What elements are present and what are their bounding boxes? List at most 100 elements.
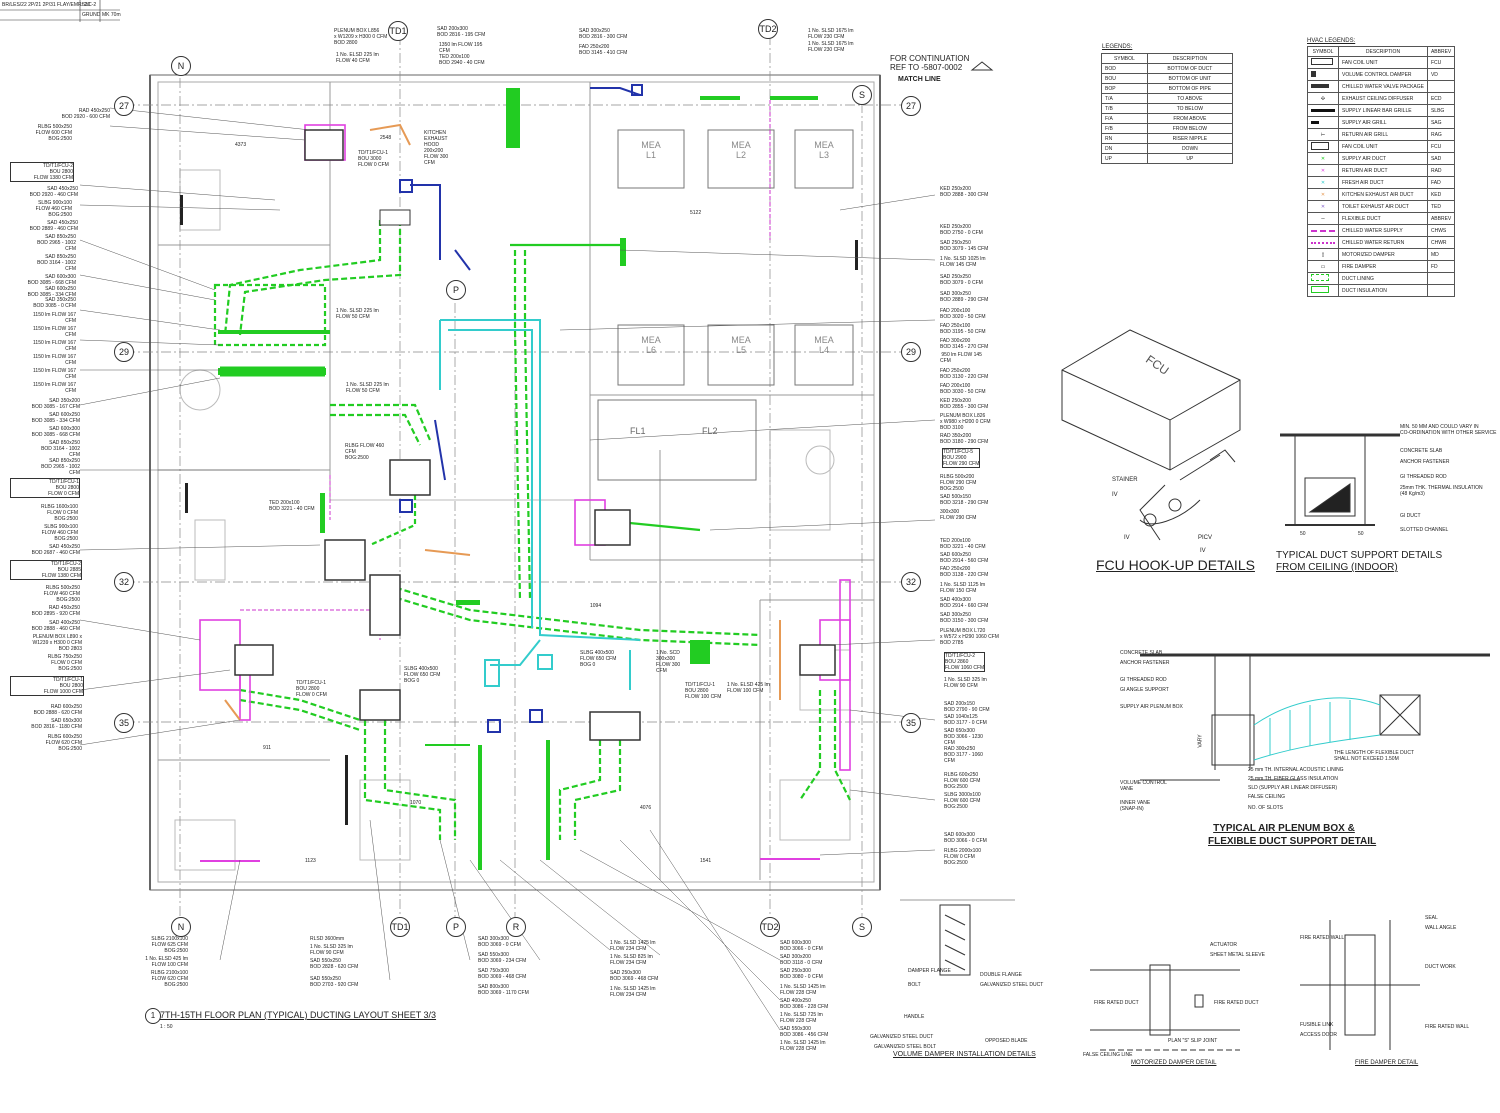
annotation: FAD 250x100 BOD 3195 - 50 CFM (940, 323, 986, 335)
hvac-abbrev: RAG (1426, 128, 1456, 141)
motorized-damper (1090, 964, 1240, 1051)
duct-support-label: ANCHOR FASTENER (1400, 459, 1450, 465)
room-mea-l4: MEA L4 (814, 335, 834, 355)
annotation: SAD 450x250 BOD 2687 - 460 CFM (31, 544, 80, 556)
plenum-detail (1140, 653, 1490, 781)
annotation: 1350 lm FLOW 195 CFM (439, 42, 483, 54)
room-fl1: FL1 (630, 426, 646, 436)
hvac-abbrev (1426, 272, 1456, 285)
fcu-symbol-icon (1307, 56, 1339, 69)
hvac-desc: CHILLED WATER SUPPLY (1338, 224, 1428, 237)
plenum-label: NO. OF SLOTS (1248, 805, 1284, 811)
annotation: SAD 450x250 BOD 2920 - 460 CFM (29, 186, 78, 198)
legend-desc: BOTTOM OF UNIT (1146, 73, 1234, 84)
annotation: SAD 850x250 BOD 2965 - 1002 CFM (41, 458, 80, 476)
grid-bubble-left-35: 35 (114, 713, 134, 733)
hvac-desc: FIRE DAMPER (1338, 260, 1428, 273)
dim-911: 911 (263, 745, 271, 751)
fire-damper-icon: ▭ (1307, 260, 1339, 273)
grid-bubble-top-td1: TD1 (388, 21, 408, 41)
annotation: FAD 200x100 BOD 3030 - 50 CFM (940, 383, 986, 395)
annotation: SAD 450x250 BOD 2889 - 460 CFM (29, 220, 78, 232)
header-rev-b: GRUND (82, 12, 101, 18)
annotation: SAD 500x150 BOD 3218 - 290 CFM (940, 494, 989, 506)
annotation: SAD 550x300 BOD 3086 - 456 CFM (780, 1026, 829, 1038)
annotation: SLBG 400x500 FLOW 650 CFM BOG 0 (580, 650, 617, 668)
duct-support-dim: 50 (1300, 531, 1306, 537)
annotation: RAD 600x250 BOD 2888 - 620 CFM (33, 704, 82, 716)
header-rev-c: MK 70m (102, 12, 121, 18)
plan-number-bubble: 1 (145, 1008, 161, 1024)
grid-bubble-top-s: S (852, 85, 872, 105)
hvac-desc: FAN COIL UNIT (1338, 140, 1428, 153)
grid-bubble-bottom-td1: TD1 (390, 917, 410, 937)
legend-desc: TO ABOVE (1146, 93, 1234, 104)
annotation: SAD 550x300 BOD 3069 - 234 CFM (478, 952, 527, 964)
plenum-label: SLD (SUPPLY AIR LINEAR DIFFUSER) (1248, 785, 1338, 791)
motorized-damper-label: ACTUATOR (1210, 942, 1238, 948)
annotation: 1 No. ELSD 425 lm FLOW 100 CFM (727, 682, 770, 694)
fire-damper-label: FIRE RATED WALL (1425, 1024, 1470, 1030)
annotation: SAD 350x200 BOD 3085 - 167 CFM (31, 398, 80, 410)
exhaust-ducts (224, 123, 781, 721)
grid-bubble-bottom-p: P (446, 917, 466, 937)
hvac-desc: CHILLED WATER VALVE PACKAGE (1338, 80, 1428, 93)
annotation: RLBG 500x250 FLOW 600 CFM BOG:2500 (35, 124, 72, 142)
hvac-desc: RETURN AIR DUCT (1338, 164, 1428, 177)
legend-symbol: T/A (1101, 93, 1148, 104)
dim-4373: 4373 (235, 142, 247, 148)
match-line-label: MATCH LINE (898, 76, 941, 83)
annotation: RAD 450x250 BOD 2920 - 600 CFM (61, 108, 110, 120)
annotation: 1 No. SLSD 1675 lm FLOW 230 CFM (808, 41, 854, 53)
volume-damper-icon (1307, 68, 1339, 81)
hvac-abbrev: CHWS (1426, 224, 1456, 237)
legend-symbol: F/A (1101, 113, 1148, 124)
hvac-abbrev: RAD (1426, 164, 1456, 177)
annotation: SAD 400x250 BOD 3086 - 228 CFM (780, 998, 829, 1010)
annotation: 1150 lm FLOW 167 CFM (33, 312, 76, 324)
linear-grilles (180, 195, 858, 825)
annotation: TD/T1/FCU-2 BOU 2800 FLOW 1380 CFM (10, 162, 74, 182)
pink-bars (200, 858, 820, 862)
hvac-desc: RETURN AIR GRILL (1338, 128, 1428, 141)
fcu-unit-icon (1307, 140, 1339, 153)
return-duct-icon: ✕ (1307, 164, 1339, 177)
legend-symbol: F/B (1101, 123, 1148, 134)
fcu-label-iv1: IV (1112, 492, 1118, 498)
annotation: 1 No. SLSD 325 lm FLOW 90 CFM (310, 944, 353, 956)
duct-support-dim: 50 (1358, 531, 1364, 537)
annotation: 1 No. SLSD 1425 lm FLOW 234 CFM (610, 986, 656, 998)
legend-symbol: UP (1101, 153, 1148, 164)
annotation: RLBG 1600x100 FLOW 0 CFM BOG:2500 (41, 504, 78, 522)
plenum-title1: TYPICAL AIR PLENUM BOX & (1213, 823, 1355, 834)
annotation: SAD 300x250 BOD 2816 - 300 CFM (579, 28, 628, 40)
grid-bubble-bottom-n: N (171, 917, 191, 937)
annotation: PLENUM BOX L856 x W1209 x H300 0 CFM BOD… (334, 28, 388, 46)
fcu-piping (399, 84, 643, 733)
hvac-desc: SUPPLY AIR DUCT (1338, 152, 1428, 165)
annotation: TD/T1/FCU-2 BOU 2885 FLOW 1380 CFM (10, 560, 82, 580)
annotation: RAD 450x250 BOD 2895 - 920 CFM (31, 605, 80, 617)
plenum-vary: VARY (1197, 734, 1204, 748)
annotation: SAD 250x250 BOD 3079 - 0 CFM (940, 274, 983, 286)
annotation: TD/T1/FCU-1 BOU 2800 FLOW 1000 CFM (10, 676, 84, 696)
duct-support-label: SLOTTED CHANNEL (1400, 527, 1449, 533)
hvac-abbrev: MD (1426, 248, 1456, 261)
fire-damper-label: FIRE RATED WALL (1300, 935, 1345, 941)
plenum-label: ANCHOR FASTENER (1120, 660, 1170, 666)
return-ducts (199, 124, 851, 771)
duct-support-label: GI DUCT (1400, 513, 1421, 519)
duct-support-title1: TYPICAL DUCT SUPPORT DETAILS (1276, 550, 1443, 561)
hvac-abbrev: FD (1426, 260, 1456, 273)
supply-duct-icon: ✕ (1307, 152, 1339, 165)
annotation: 950 lm FLOW 145 CFM (940, 352, 982, 364)
fcu-label-picv: PICV (1198, 535, 1213, 541)
legends-header-symbol: SYMBOL (1101, 53, 1148, 64)
motorized-damper-title: MOTORIZED DAMPER DETAIL (1131, 1060, 1217, 1066)
annotation: 1150 lm FLOW 167 CFM (33, 368, 76, 380)
duct-support (1280, 433, 1400, 526)
hvac-desc: KITCHEN EXHAUST AIR DUCT (1338, 188, 1428, 201)
duct-support-label: GI THREADED ROD (1400, 474, 1447, 480)
annotation: KED 250x200 BOD 2888 - 300 CFM (940, 186, 989, 198)
legend-desc: FROM ABOVE (1146, 113, 1234, 124)
